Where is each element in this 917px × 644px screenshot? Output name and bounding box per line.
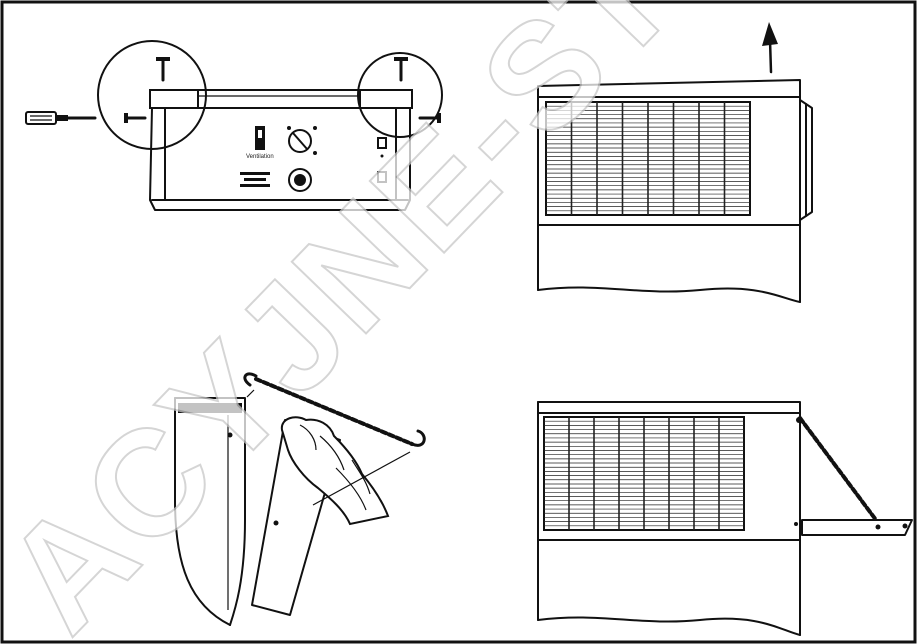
side-screw-right-icon (418, 113, 441, 123)
chain-icon (243, 372, 426, 447)
grille-top (545, 101, 751, 216)
panel-label: Ventilation (246, 154, 274, 160)
chain-attach-detail (174, 372, 426, 626)
control-panel: Ventilation (240, 126, 387, 192)
hinged-flap (801, 519, 913, 536)
hand-icon (280, 416, 390, 526)
side-view-unit-top (537, 22, 813, 303)
support-chain-icon (796, 416, 878, 522)
screwdriver-icon (25, 111, 97, 125)
side-screw-left-icon (124, 113, 147, 123)
grille-bottom (543, 416, 745, 531)
lift-arrow-icon (762, 22, 778, 74)
top-screw-left-icon (156, 57, 170, 82)
side-view-unit-bottom (537, 401, 913, 636)
top-screw-right-icon (394, 57, 408, 82)
detail-circle-right (357, 52, 443, 138)
detail-circle-left (97, 40, 207, 150)
